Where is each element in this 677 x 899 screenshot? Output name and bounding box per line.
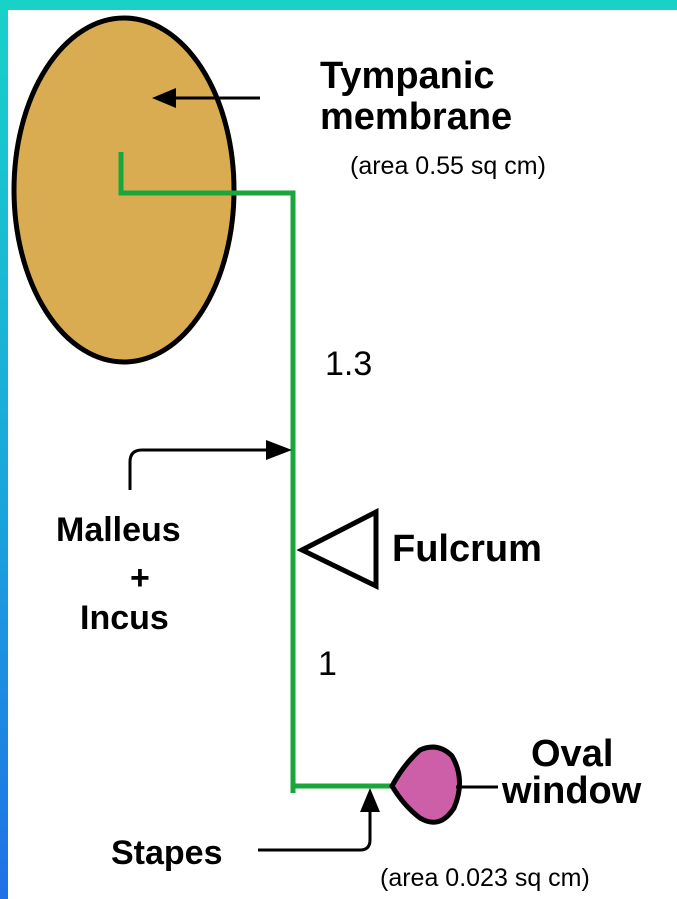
malleus-incus-label: Malleus [56, 513, 181, 547]
stapes-label: Stapes [111, 836, 223, 870]
lever-ratio-upper: 1.3 [325, 347, 372, 381]
fulcrum-triangle [302, 512, 376, 586]
tympanic-membrane-shape [14, 18, 234, 362]
lever-ratio-lower: 1 [318, 647, 337, 681]
oval-window-label: Oval [531, 735, 613, 773]
oval-window-area-label: (area 0.023 sq cm) [380, 866, 590, 891]
stapes-arrow [258, 808, 370, 850]
tympanic-membrane-label: Tympanic [320, 57, 495, 95]
oval-window-label-line2: window [502, 772, 641, 810]
malleus-incus-label-line3: Incus [80, 601, 169, 635]
malleus-incus-plus: + [130, 561, 150, 595]
tympanic-area-label: (area 0.55 sq cm) [350, 154, 546, 179]
malleus-arrow [130, 450, 270, 490]
tympanic-membrane-label-line2: membrane [320, 98, 512, 136]
oval-window-shape [392, 747, 460, 822]
fulcrum-label: Fulcrum [392, 530, 542, 568]
